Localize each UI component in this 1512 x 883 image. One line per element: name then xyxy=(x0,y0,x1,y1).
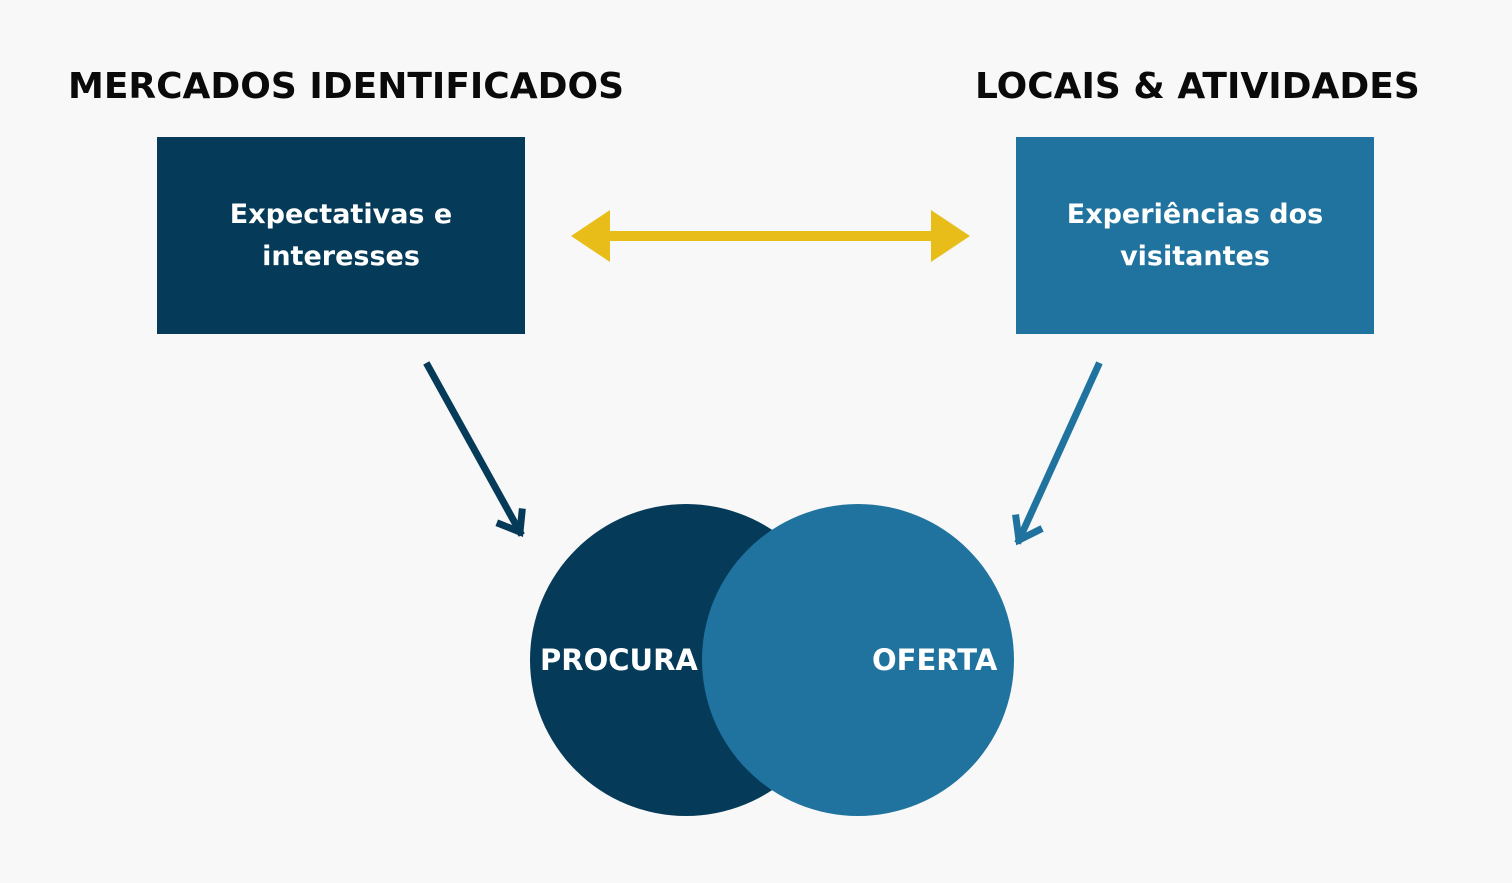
procura-label: PROCURA xyxy=(540,643,698,677)
double-headed-arrow-icon xyxy=(571,210,970,262)
down-left-arrow-icon xyxy=(1012,361,1103,546)
oferta-label: OFERTA xyxy=(872,643,998,677)
down-right-arrow-icon xyxy=(423,361,526,537)
heading-mercados-identificados: MERCADOS IDENTIFICADOS xyxy=(68,66,624,107)
expectativas-box-label: Expectativas e interesses xyxy=(229,198,453,272)
heading-locais-atividades: LOCAIS & ATIVIDADES xyxy=(975,66,1420,107)
experiencias-box-label: Experiências dos visitantes xyxy=(1066,198,1324,272)
oferta-circle xyxy=(702,504,1014,816)
experiencias-box: Experiências dos visitantes xyxy=(1016,137,1374,334)
expectativas-box: Expectativas e interesses xyxy=(157,137,525,334)
